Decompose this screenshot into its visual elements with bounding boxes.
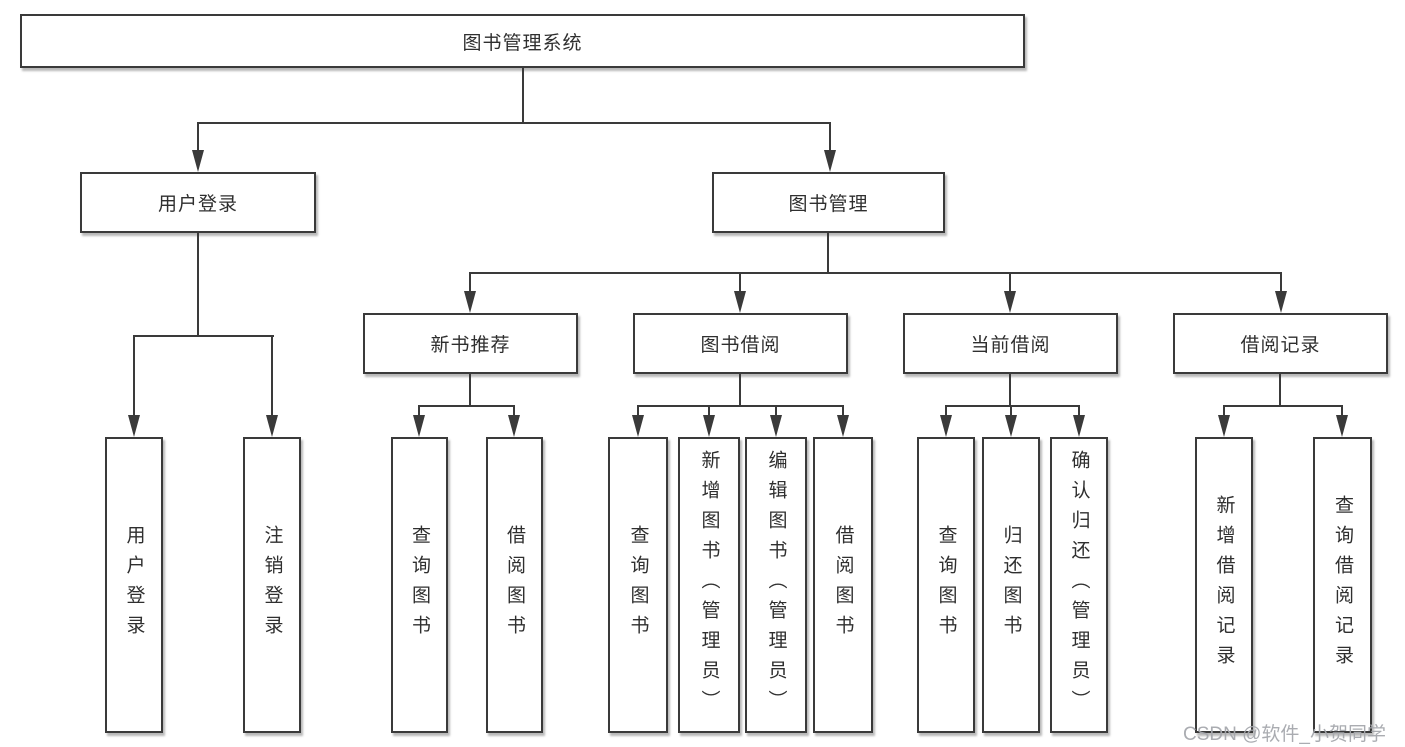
connector-line [1078, 405, 1080, 419]
connector-line [1010, 405, 1012, 419]
leaf-bb-query-books-label: 查询图书 [627, 525, 649, 645]
leaf-logout: 注销登录 [243, 437, 301, 733]
connector-line [1009, 372, 1011, 407]
arrow-down-icon [1275, 291, 1287, 313]
node-book-borrow-label: 图书借阅 [700, 335, 781, 356]
watermark-text: CSDN @软件_小贺同学 [1183, 724, 1386, 745]
arrow-down-icon [413, 415, 425, 437]
node-root-label: 图书管理系统 [462, 32, 583, 54]
leaf-cb-return-books: 归还图书 [982, 437, 1040, 733]
node-book-management: 图书管理 [712, 172, 945, 233]
arrow-down-icon [734, 291, 746, 313]
connector-line [842, 405, 844, 419]
leaf-bb-edit-books-admin-label: 编辑图书（管理员） [765, 450, 787, 720]
connector-line [945, 405, 1080, 407]
leaf-bb-add-books-admin-label: 新增图书（管理员） [698, 450, 720, 720]
node-borrow-records-label: 借阅记录 [1240, 335, 1321, 356]
leaf-bb-borrow-books-label: 借阅图书 [832, 525, 854, 645]
connector-line [197, 231, 199, 337]
connector-line [739, 372, 741, 407]
connector-line [133, 335, 135, 417]
leaf-nb-borrow-books-label: 借阅图书 [504, 525, 525, 645]
connector-line [418, 405, 515, 407]
leaf-cb-query-books-label: 查询图书 [935, 525, 957, 645]
connector-line [513, 405, 515, 419]
node-book-management-label: 图书管理 [788, 194, 869, 215]
connector-line [775, 405, 777, 419]
connector-line [197, 122, 199, 154]
arrow-down-icon [1005, 415, 1017, 437]
arrow-down-icon [770, 415, 782, 437]
leaf-bb-edit-books-admin: 编辑图书（管理员） [745, 437, 807, 733]
connector-line [1223, 405, 1343, 407]
leaf-br-add-record: 新增借阅记录 [1195, 437, 1253, 733]
arrow-down-icon [508, 415, 520, 437]
leaf-cb-return-books-label: 归还图书 [1000, 525, 1022, 645]
arrow-down-icon [940, 415, 952, 437]
leaf-cb-confirm-return-admin: 确认归还（管理员） [1050, 437, 1108, 733]
node-new-book-recommend-label: 新书推荐 [430, 335, 511, 356]
connector-line [133, 335, 274, 337]
leaf-br-add-record-label: 新增借阅记录 [1213, 495, 1235, 675]
arrow-down-icon [1336, 415, 1348, 437]
connector-line [1280, 272, 1282, 294]
connector-line [637, 405, 639, 419]
leaf-user-login: 用户登录 [105, 437, 163, 733]
node-borrow-records: 借阅记录 [1173, 313, 1388, 374]
node-root: 图书管理系统 [20, 14, 1025, 68]
node-book-borrow: 图书借阅 [633, 313, 848, 374]
connector-line [1009, 272, 1011, 294]
leaf-bb-borrow-books: 借阅图书 [813, 437, 873, 733]
connector-line [945, 405, 947, 419]
connector-line [827, 231, 829, 274]
node-user-login-label: 用户登录 [157, 194, 238, 215]
node-current-borrow: 当前借阅 [903, 313, 1118, 374]
connector-line [637, 405, 844, 407]
leaf-br-query-record-label: 查询借阅记录 [1332, 495, 1353, 675]
connector-line [1223, 405, 1225, 419]
connector-line [1279, 372, 1281, 407]
leaf-cb-query-books: 查询图书 [917, 437, 975, 733]
connector-line [418, 405, 420, 419]
leaf-bb-query-books: 查询图书 [608, 437, 668, 733]
connector-line [522, 68, 524, 124]
leaf-nb-borrow-books: 借阅图书 [486, 437, 543, 733]
node-current-borrow-label: 当前借阅 [970, 335, 1051, 356]
arrow-down-icon [1004, 291, 1016, 313]
connector-line [469, 272, 1282, 274]
arrow-down-icon [632, 415, 644, 437]
connector-line [197, 122, 831, 124]
leaf-logout-label: 注销登录 [261, 525, 283, 645]
node-new-book-recommend: 新书推荐 [363, 313, 578, 374]
connector-line [469, 372, 471, 407]
connector-line [708, 405, 710, 419]
arrow-down-icon [1218, 415, 1230, 437]
arrow-down-icon [703, 415, 715, 437]
leaf-nb-query-books-label: 查询图书 [409, 525, 430, 645]
connector-line [271, 335, 273, 417]
arrow-down-icon [192, 150, 204, 172]
connector-line [829, 122, 831, 154]
arrow-down-icon [837, 415, 849, 437]
leaf-nb-query-books: 查询图书 [391, 437, 448, 733]
connector-line [739, 272, 741, 294]
arrow-down-icon [1073, 415, 1085, 437]
leaf-bb-add-books-admin: 新增图书（管理员） [678, 437, 740, 733]
arrow-down-icon [266, 415, 278, 437]
arrow-down-icon [128, 415, 140, 437]
leaf-user-login-label: 用户登录 [123, 525, 145, 645]
leaf-cb-confirm-return-admin-label: 确认归还（管理员） [1068, 450, 1090, 720]
arrow-down-icon [464, 291, 476, 313]
connector-line [469, 272, 471, 294]
arrow-down-icon [824, 150, 836, 172]
connector-line [1341, 405, 1343, 419]
leaf-br-query-record: 查询借阅记录 [1313, 437, 1372, 733]
node-user-login: 用户登录 [80, 172, 316, 233]
